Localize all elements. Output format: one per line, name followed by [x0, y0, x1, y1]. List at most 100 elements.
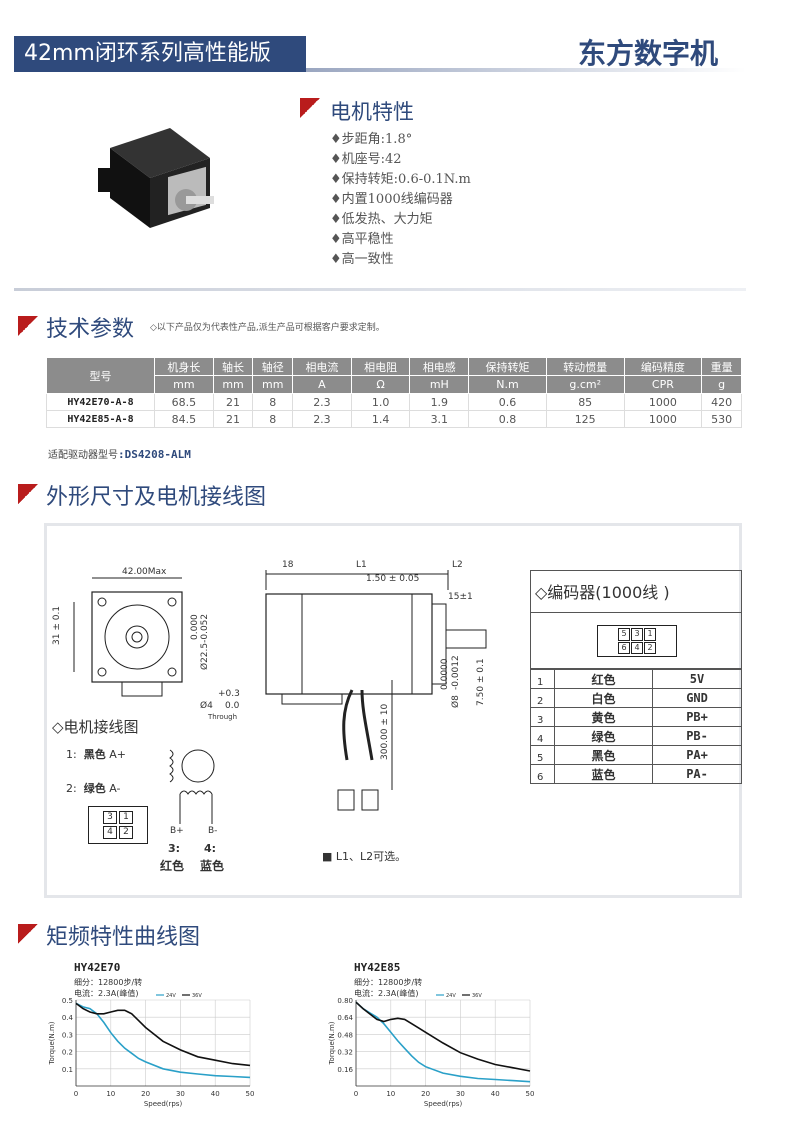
- x-tick-label: 20: [421, 1090, 430, 1098]
- page-title: 42mm闭环系列高性能版: [14, 36, 306, 72]
- feature-item: ♦步距角:1.8°: [330, 132, 413, 147]
- driver-row: 适配驱动器型号:DS4208-ALM: [48, 446, 191, 461]
- chart-title: HY42E85: [354, 961, 401, 974]
- wire-3-num: 3:: [168, 842, 181, 855]
- series-line-24V: [355, 1001, 531, 1083]
- wire-color: 绿色: [83, 782, 106, 795]
- table-cell: 85: [545, 393, 625, 411]
- wire-4-num: 4:: [204, 842, 217, 855]
- table-cell: 3.1: [409, 410, 470, 428]
- length-note: ■ L1、L2可选。: [322, 850, 407, 863]
- header-cell: 重量: [701, 357, 742, 376]
- encoder-color: 蓝色: [553, 764, 654, 784]
- connector-pin: 3: [103, 811, 117, 824]
- series-line-36V: [355, 1001, 531, 1072]
- dim-hole: Ø4: [200, 701, 213, 711]
- driver-label: 适配驱动器型号: [48, 450, 118, 461]
- section-divider: [14, 288, 746, 291]
- encoder-signal: PB-: [652, 726, 742, 746]
- unit-cell: mm: [154, 375, 214, 394]
- x-axis-label: Speed(rps): [424, 1100, 463, 1108]
- feature-item: ♦内置1000线编码器: [330, 192, 453, 207]
- unit-cell: mH: [409, 375, 470, 394]
- x-tick-label: 20: [141, 1090, 150, 1098]
- table-cell: 1000: [623, 393, 703, 411]
- table-row: HY42E85-A-8 84.5 21 8 2.3 1.4 3.1 0.8 12…: [46, 410, 742, 428]
- encoder-pin: 6: [618, 641, 630, 654]
- feature-item: ♦低发热、大力矩: [330, 212, 433, 227]
- table-cell: 1000: [623, 410, 703, 428]
- x-axis-label: Speed(rps): [144, 1100, 183, 1108]
- header-cell: 轴径: [252, 357, 294, 376]
- table-cell: 2.3: [292, 410, 352, 428]
- encoder-index: 3: [530, 707, 555, 727]
- x-tick-label: 40: [211, 1090, 220, 1098]
- encoder-index: 5: [530, 745, 555, 765]
- dim-l1: L1: [356, 560, 367, 570]
- x-tick-label: 50: [246, 1090, 255, 1098]
- table-cell: 1.0: [350, 393, 411, 411]
- table-cell: 0.6: [468, 393, 547, 411]
- wire-3-color: 红色: [160, 859, 185, 873]
- dim-l2: L2: [452, 560, 463, 570]
- section-marker: [18, 484, 38, 504]
- table-cell: 21: [212, 393, 254, 411]
- x-tick-label: 10: [386, 1090, 395, 1098]
- y-axis-label: Torque(N.m): [48, 1021, 56, 1065]
- encoder-signal: GND: [652, 688, 742, 708]
- wire-num: 2:: [66, 782, 77, 795]
- wire-2: 2: 绿色 A-: [66, 780, 120, 796]
- feature-item: ♦高平稳性: [330, 232, 394, 247]
- y-tick-label: 0.4: [62, 1014, 74, 1022]
- dim-tol: +0.3: [218, 689, 240, 699]
- dim-through: Through: [208, 713, 238, 721]
- curves-title: 矩频特性曲线图: [46, 925, 201, 950]
- specs-note: ◇以下产品仅为代表性产品,派生产品可根据客户要求定制。: [150, 323, 385, 333]
- encoder-index: 4: [530, 726, 555, 746]
- table-header-row: 型号 机身长 轴长 轴径 相电流 相电阻 相电感 保持转矩 转动惯量 编码精度 …: [46, 357, 742, 394]
- legend-label: 24V: [446, 993, 456, 999]
- side-view-drawing: [265, 570, 487, 811]
- front-view-drawing: [73, 577, 183, 697]
- y-tick-label: 0.80: [337, 997, 353, 1005]
- unit-cell: g.cm²: [545, 375, 625, 394]
- dim-shaft0: 0.0000: [440, 658, 450, 691]
- x-tick-label: 50: [526, 1090, 535, 1098]
- table-cell: 0.8: [468, 410, 547, 428]
- dim-width: 42.00Max: [122, 567, 167, 577]
- features-title: 电机特性: [330, 100, 414, 124]
- x-tick-label: 30: [176, 1090, 185, 1098]
- unit-cell: Ω: [350, 375, 411, 394]
- encoder-pin: 4: [631, 641, 643, 654]
- encoder-pin: 3: [631, 628, 643, 641]
- header-cell: 相电流: [292, 357, 352, 376]
- table-cell: 2.3: [292, 393, 352, 411]
- encoder-color: 黑色: [553, 745, 654, 765]
- table-unit-row: mm mm mm A Ω mH N.m g.cm² CPR g: [47, 375, 742, 394]
- series-line-24V: [75, 1002, 251, 1079]
- wire-1: 1: 黑色 A+: [66, 746, 126, 762]
- chart-title: HY42E70: [74, 961, 121, 974]
- driver-model: :DS4208-ALM: [118, 448, 191, 461]
- dim-31: 31 ± 0.1: [52, 605, 62, 645]
- y-tick-label: 0.16: [337, 1066, 353, 1074]
- encoder-index: 1: [530, 669, 555, 689]
- dim-shaft: Ø8: [451, 695, 461, 708]
- dim-22: Ø22.5-0.052: [200, 613, 210, 670]
- dim-flat: 7.50 ± 0.1: [476, 658, 486, 706]
- encoder-index: 6: [530, 764, 555, 784]
- y-tick-label: 0.32: [337, 1049, 353, 1057]
- encoder-signal: 5V: [652, 669, 742, 689]
- dim-shaft1: -0.0012: [451, 655, 461, 690]
- connector-pin: 2: [119, 826, 133, 839]
- chart-subtitle: 细分：12800步/转: [74, 978, 143, 987]
- y-tick-label: 0.3: [62, 1031, 73, 1039]
- connector-pin: 4: [103, 826, 117, 839]
- wire-4-color: 蓝色: [200, 859, 225, 873]
- dim-150: 1.50 ± 0.05: [366, 574, 420, 584]
- x-tick-label: 0: [74, 1090, 78, 1098]
- brand-name: 东方数字机: [577, 37, 718, 70]
- wire-pin: A+: [109, 748, 126, 761]
